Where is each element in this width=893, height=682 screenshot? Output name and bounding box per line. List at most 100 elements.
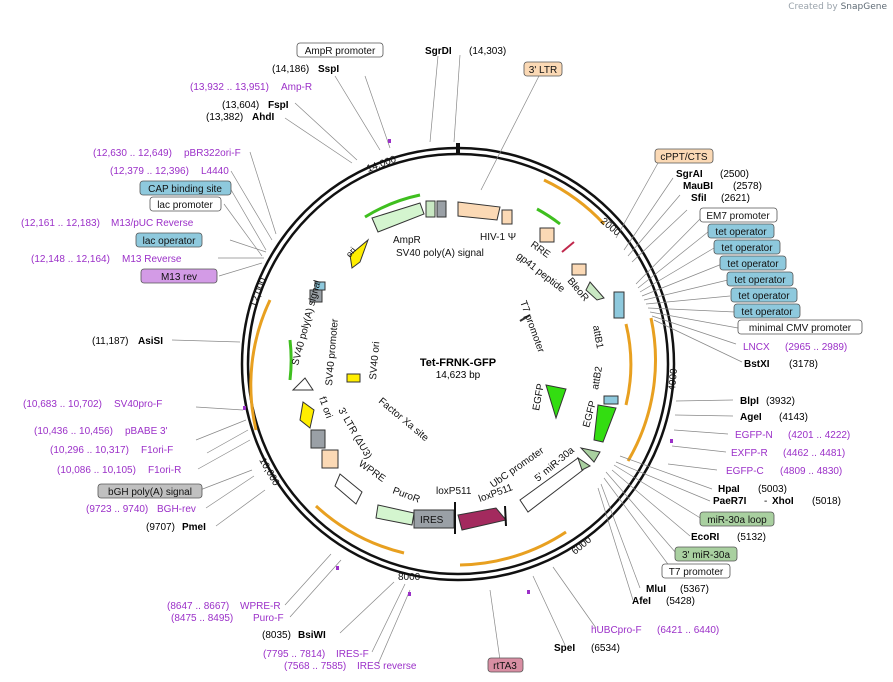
primer-l4440-pos: (12,379 .. 12,396) xyxy=(110,166,189,177)
factor-xa-box xyxy=(310,429,326,449)
enzyme-ecori-pos: (5132) xyxy=(737,532,766,543)
primer-ires-f[interactable]: IRES-F xyxy=(336,649,369,660)
box-m13-rev[interactable] xyxy=(140,268,218,284)
primer-f1ori-r[interactable]: F1ori-R xyxy=(148,465,181,476)
box-3-mir30a-label: 3' miR-30a xyxy=(682,550,730,561)
primer-egfp-c[interactable]: EGFP-C xyxy=(726,466,764,477)
label-t7-inner: T7 promoter xyxy=(517,299,546,355)
box-3-mir30a[interactable] xyxy=(674,546,738,562)
primer-m13puc-reverse[interactable]: M13/pUC Reverse xyxy=(111,218,194,229)
enzyme-bsiwi[interactable]: BsiWI xyxy=(298,630,326,641)
enzyme-ahdi[interactable]: AhdI xyxy=(252,112,274,123)
plasmid-length: 14,623 bp xyxy=(436,370,481,381)
sv40-ori-box xyxy=(346,373,361,383)
primer-sv40pro-f[interactable]: SV40pro-F xyxy=(114,399,162,410)
enzyme-blpi[interactable]: BlpI xyxy=(740,396,759,407)
label-attb1: attB1 xyxy=(590,325,605,350)
primer-amp-r[interactable]: Amp-R xyxy=(281,82,312,93)
box-cap-binding-site-label: CAP binding site xyxy=(148,184,222,195)
tick-6000: 6000 xyxy=(570,534,594,557)
f1-ori-arrow xyxy=(299,401,315,429)
primer-lncx[interactable]: LNCX xyxy=(743,342,770,353)
tet-operator-cluster xyxy=(613,291,625,319)
box-m13-rev-label: M13 rev xyxy=(161,272,197,283)
primer-ires-reverse-pos: (7568 .. 7585) xyxy=(284,661,346,672)
enzyme-sgrai[interactable]: SgrAI xyxy=(676,169,703,180)
box-tet-operator-4[interactable] xyxy=(726,271,794,287)
enzyme-agei[interactable]: AgeI xyxy=(740,412,762,423)
enzyme-fspi[interactable]: FspI xyxy=(268,100,289,111)
enzyme-afei[interactable]: AfeI xyxy=(632,596,651,607)
enzyme-sgrdi-pos: (14,303) xyxy=(469,46,506,57)
label-egfp: EGFP xyxy=(531,382,547,411)
box-tet-operator-3[interactable] xyxy=(719,255,787,271)
box-mir30a-loop[interactable] xyxy=(699,511,775,527)
primer-f1ori-f[interactable]: F1ori-F xyxy=(141,445,173,456)
ltr-du3-box xyxy=(321,449,339,469)
enzyme-sfii[interactable]: SfiI xyxy=(691,193,707,204)
box-lac-operator[interactable] xyxy=(135,232,203,248)
enzyme-asisi[interactable]: AsiSI xyxy=(138,336,163,347)
box-ampr-promoter[interactable] xyxy=(296,42,384,58)
enzyme-xhoi[interactable]: XhoI xyxy=(772,496,794,507)
enzyme-ecori[interactable]: EcoRI xyxy=(691,532,720,543)
primer-amp-r-pos: (13,932 .. 13,951) xyxy=(190,82,269,93)
primer-l4440[interactable]: L4440 xyxy=(201,166,229,177)
primer-exfp-r-pos: (4462 .. 4481) xyxy=(783,448,845,459)
primer-hubcpro-f[interactable]: hUBCpro-F xyxy=(591,625,642,636)
primer-bgh-rev-pos: (9723 .. 9740) xyxy=(86,504,148,515)
box-cppt-cts[interactable] xyxy=(654,148,714,164)
box-tet-operator-3-label: tet operator xyxy=(727,259,779,270)
box-minimal-cmv-promoter[interactable] xyxy=(737,319,863,335)
enzyme-spei[interactable]: SpeI xyxy=(554,643,575,654)
box-lac-promoter[interactable] xyxy=(149,196,222,212)
primer-m13-reverse[interactable]: M13 Reverse xyxy=(122,254,182,265)
box-rtta3[interactable] xyxy=(487,657,524,673)
primer-puro-f[interactable]: Puro-F xyxy=(253,613,284,624)
primer-pbr322ori-f[interactable]: pBR322ori-F xyxy=(184,148,241,159)
box-tet-operator-2[interactable] xyxy=(713,239,781,255)
hiv-psi-feature xyxy=(457,201,501,221)
snapgene-credit: Created by SnapGene xyxy=(788,2,887,12)
box-3-ltr[interactable] xyxy=(523,61,563,77)
box-tet-operator-1[interactable] xyxy=(707,223,775,239)
enzyme-fspi-pos: (13,604) xyxy=(222,100,259,111)
primer-hubcpro-f-pos: (6421 .. 6440) xyxy=(657,625,719,636)
primer-egfp-n[interactable]: EGFP-N xyxy=(735,430,773,441)
box-cap-binding-site[interactable] xyxy=(139,180,232,196)
primer-m13-reverse-pos: (12,148 .. 12,164) xyxy=(31,254,110,265)
primer-f1ori-f-pos: (10,296 .. 10,317) xyxy=(50,445,129,456)
primer-pbr322ori-f-pos: (12,630 .. 12,649) xyxy=(93,148,172,159)
enzyme-maubi-pos: (2578) xyxy=(733,181,762,192)
enzyme-sgrdi[interactable]: SgrDI xyxy=(425,46,452,57)
box-tet-operator-5[interactable] xyxy=(730,287,798,303)
primer-pbabe3[interactable]: pBABE 3' xyxy=(125,426,168,437)
mir30a-glyph-2 xyxy=(577,456,591,471)
primer-wpre-r[interactable]: WPRE-R xyxy=(240,601,281,612)
arc-orange-6 xyxy=(249,299,272,431)
primer-ires-reverse[interactable]: IRES reverse xyxy=(357,661,417,672)
box-minimal-cmv-promoter-label: minimal CMV promoter xyxy=(749,323,852,334)
sv40-pa-box xyxy=(309,289,323,303)
box-t7-promoter[interactable] xyxy=(661,563,731,579)
enzyme-paer7i[interactable]: PaeR7I xyxy=(713,496,747,507)
enzyme-sspi[interactable]: SspI xyxy=(318,64,339,75)
enzyme-sspi-pos: (14,186) xyxy=(272,64,309,75)
box-bgh-polya[interactable] xyxy=(97,483,203,499)
enzyme-mlui[interactable]: MluI xyxy=(646,584,666,595)
label-rre: RRE xyxy=(528,239,552,260)
box-tet-operator-6[interactable] xyxy=(733,303,801,319)
primer-exfp-r[interactable]: EXFP-R xyxy=(731,448,768,459)
leader-lines xyxy=(171,54,743,665)
arc-orange-1 xyxy=(543,178,606,226)
enzyme-bstxi-pos: (3178) xyxy=(789,359,818,370)
enzyme-bstxi[interactable]: BstXI xyxy=(744,359,770,370)
box-em7-promoter[interactable] xyxy=(699,207,778,223)
enzyme-asisi-pos: (11,187) xyxy=(92,336,129,347)
arc-orange-4 xyxy=(459,530,567,567)
enzyme-maubi[interactable]: MauBI xyxy=(683,181,713,192)
arc-green-1 xyxy=(364,193,421,219)
enzyme-pmei[interactable]: PmeI xyxy=(182,522,206,533)
primer-bgh-rev[interactable]: BGH-rev xyxy=(157,504,196,515)
enzyme-hpai[interactable]: HpaI xyxy=(718,484,740,495)
